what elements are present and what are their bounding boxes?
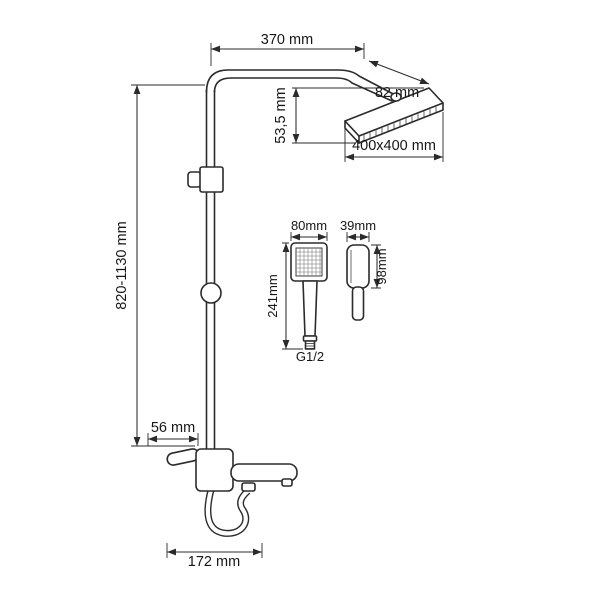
dim-hand-shower-length: 241mm bbox=[265, 242, 303, 350]
dim-extension-lines bbox=[292, 87, 424, 144]
dim-hand-shower-depth: 39mm bbox=[340, 218, 376, 242]
hand-shower-spray-grid bbox=[296, 248, 322, 276]
dim-hand-shower-head-length: 98mm bbox=[371, 244, 389, 289]
thread-label: G1/2 bbox=[296, 349, 324, 364]
dim-line bbox=[368, 60, 430, 85]
slider-knob bbox=[200, 282, 222, 304]
dim-label-spout-reach: 172 mm bbox=[188, 554, 240, 570]
riser-pole bbox=[205, 89, 216, 451]
hand-shower-face bbox=[295, 247, 323, 277]
dim-spout-reach: 172 mm bbox=[166, 543, 263, 570]
hand-shower-handle bbox=[302, 280, 318, 337]
dim-label-head-edge: 82 mm bbox=[375, 85, 419, 101]
side-view-head bbox=[346, 244, 370, 289]
dim-label-arm-reach: 370 mm bbox=[261, 32, 313, 48]
spout-outlet bbox=[281, 478, 293, 487]
head-nozzle-hatch bbox=[363, 106, 437, 141]
head-bottom-face bbox=[358, 102, 444, 144]
dim-label-head-drop: 53,5 mm bbox=[273, 87, 289, 143]
shower-arm bbox=[205, 69, 400, 102]
dim-head-drop: 53,5 mm bbox=[273, 87, 424, 144]
dim-column-height: 820-1130 mm bbox=[114, 84, 205, 447]
bracket-knob bbox=[187, 171, 202, 188]
pole-bracket bbox=[199, 166, 224, 193]
dim-hand-shower-width: 80mm bbox=[290, 218, 328, 241]
spout bbox=[230, 463, 298, 482]
dim-head-size: 400x400 mm bbox=[344, 112, 444, 162]
hand-shower-front-view bbox=[290, 242, 328, 350]
mixer-body bbox=[195, 448, 234, 492]
dim-label-hand-shower-depth: 39mm bbox=[340, 218, 376, 233]
shower-hose-highlight bbox=[205, 489, 250, 536]
side-view-handle bbox=[351, 286, 365, 321]
hand-shower-side-view bbox=[346, 244, 370, 321]
shower-system bbox=[166, 69, 444, 537]
dim-label-hand-shower-head-length: 98mm bbox=[374, 248, 389, 284]
dim-label-column-height: 820-1130 mm bbox=[114, 221, 130, 309]
dim-arm-reach: 370 mm bbox=[210, 32, 365, 66]
head-ball-joint bbox=[390, 92, 402, 102]
dim-label-mixer-offset: 56 mm bbox=[151, 420, 195, 436]
dimension-annotations: 370 mm 82 mm 53,5 mm 400x400 mm 820-1130… bbox=[114, 32, 444, 570]
dim-label-hand-shower-length: 241mm bbox=[265, 274, 280, 317]
hose-nut bbox=[241, 482, 256, 492]
dim-extension-lines bbox=[131, 84, 205, 447]
hand-shower-thread bbox=[304, 340, 316, 350]
dim-head-edge: 82 mm bbox=[368, 60, 430, 101]
hand-shower-thread-hatch bbox=[306, 343, 314, 349]
mixer-assembly bbox=[166, 448, 298, 537]
dim-mixer-offset: 56 mm bbox=[147, 420, 199, 446]
dim-label-head-size: 400x400 mm bbox=[352, 138, 436, 154]
dim-label-hand-shower-width: 80mm bbox=[291, 218, 327, 233]
mixer-handle bbox=[166, 448, 200, 466]
